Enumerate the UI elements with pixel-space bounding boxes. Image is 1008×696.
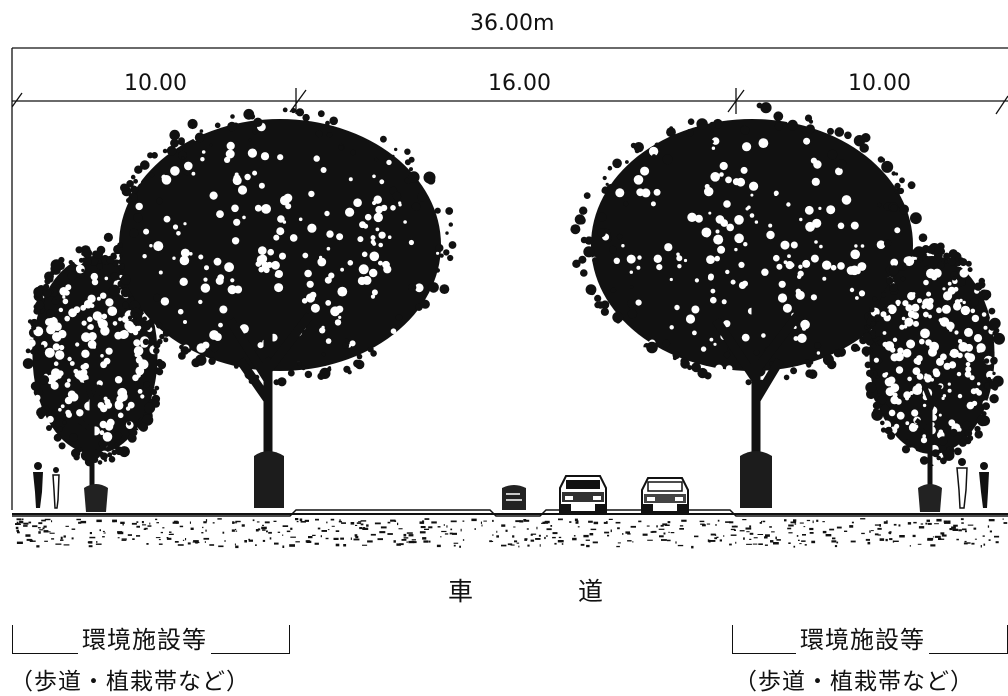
left-width-label: 10.00 (124, 71, 187, 96)
street-trees (22, 102, 1005, 512)
right-zone-sublabel: （歩道・植栽帯など） (734, 669, 974, 695)
right-width-label: 10.00 (848, 71, 911, 96)
tree-right-large (570, 102, 930, 508)
tree-left-large (101, 107, 457, 508)
tree-left-small (22, 244, 167, 512)
total-width-label: 36.00m (470, 11, 554, 36)
car-left (559, 475, 607, 513)
segment-dimension-line (11, 88, 1008, 115)
ground-surface (12, 509, 1008, 549)
roadway-label: 車 道 (448, 577, 644, 606)
median-shrub (502, 485, 526, 510)
pedestrians-left (33, 462, 60, 509)
right-zone-label: 環境施設等 (796, 620, 929, 655)
center-width-label: 16.00 (488, 71, 551, 96)
left-zone-sublabel: （歩道・植栽帯など） (10, 669, 250, 695)
pedestrians-right (956, 458, 989, 509)
car-right (641, 477, 689, 513)
left-zone-label: 環境施設等 (78, 620, 211, 655)
tree-right-small (861, 242, 1005, 512)
total-dimension (11, 47, 1008, 510)
